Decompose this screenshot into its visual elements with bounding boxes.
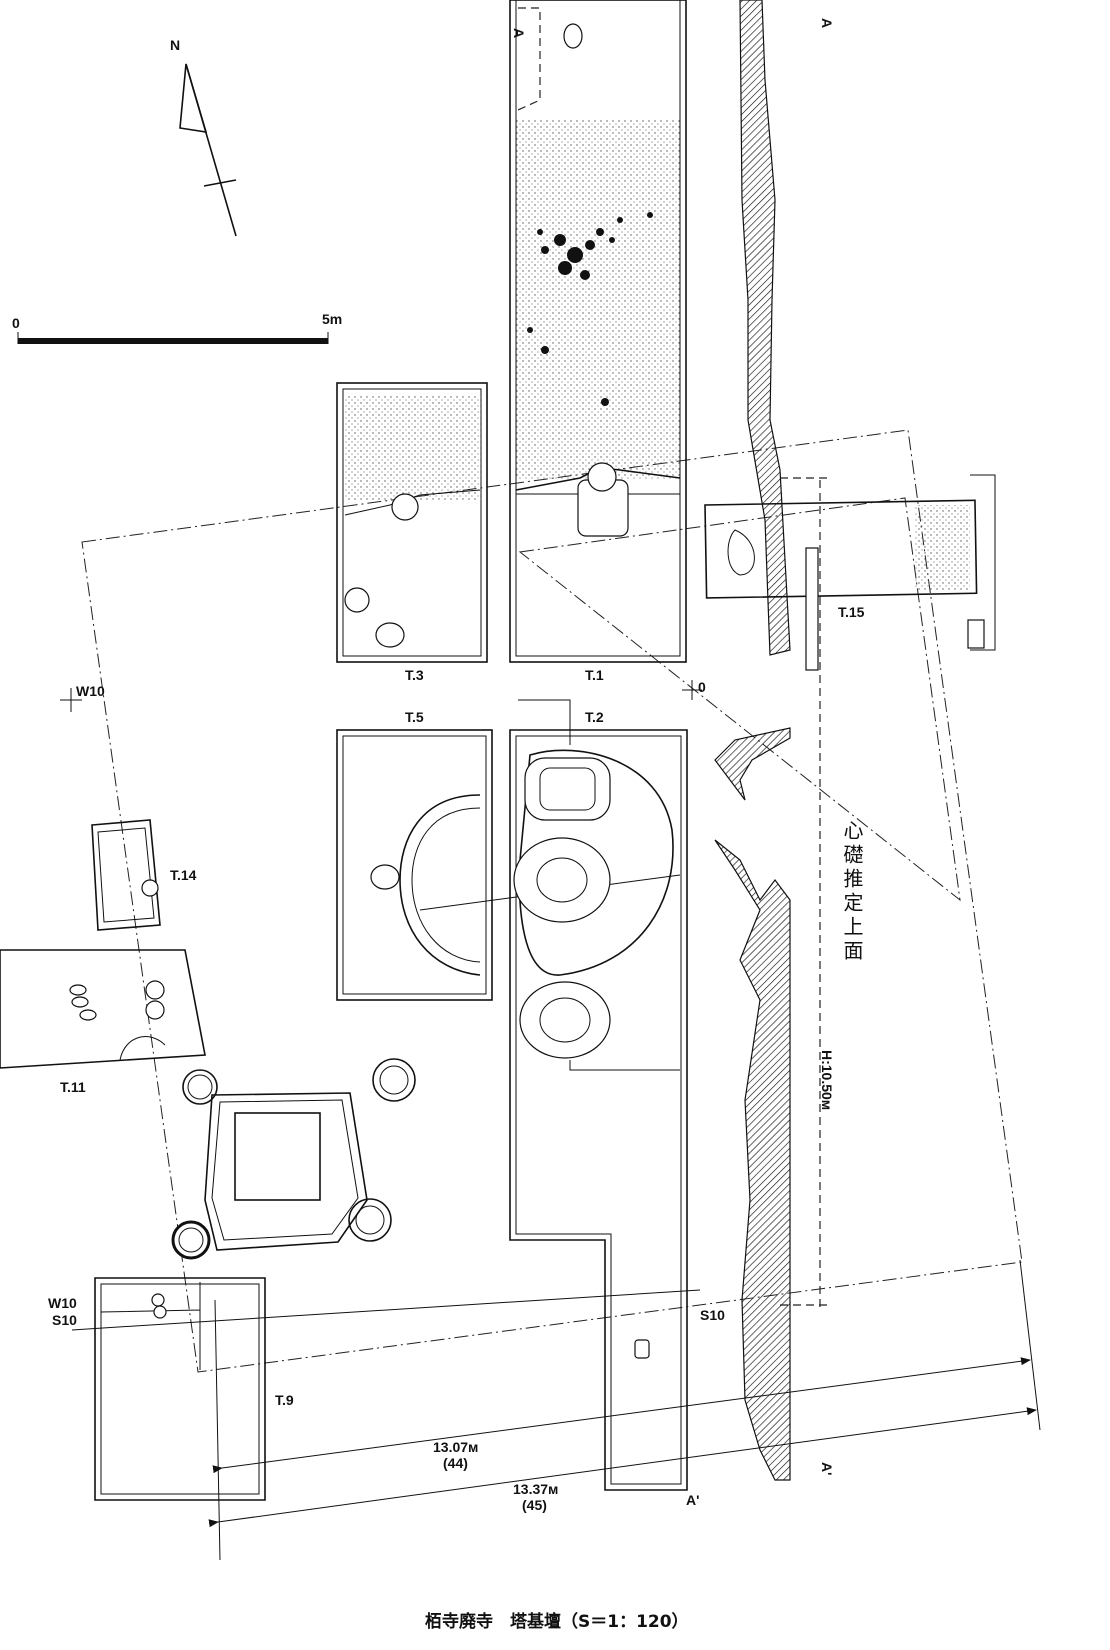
figure-caption: 栢寺廃寺 塔基壇（S＝1：120） (425, 1611, 689, 1632)
trench-t5: T.5 (336, 709, 681, 1001)
grid-mark-s10-right: S10 (700, 1307, 725, 1323)
trench-label-t14: T.14 (170, 867, 197, 883)
trench-label-t9: T.9 (275, 1392, 294, 1408)
trench-t1: T.1 A (509, 0, 687, 683)
trench-label-t2: T.2 (585, 709, 604, 725)
north-label: N (170, 37, 180, 53)
dimension-13-07: 13.07м (44) (212, 1357, 1031, 1474)
tower-foundation (171, 1058, 416, 1260)
trench-label-t5: T.5 (405, 709, 424, 725)
section-mark-a-bottom-right: A' (819, 1462, 835, 1475)
svg-text:0: 0 (698, 679, 706, 695)
section-mark-a-top-left: A (511, 28, 527, 38)
trench-t15: T.15 (704, 474, 996, 671)
scale-end: 5m (322, 311, 342, 327)
section-mark-a-bottom-left: A' (686, 1492, 699, 1508)
dimension-13-37: 13.37м (45) (208, 1407, 1037, 1528)
trench-label-t15: T.15 (838, 604, 865, 620)
svg-text:(44): (44) (443, 1455, 468, 1471)
trench-label-t3: T.3 (405, 667, 424, 683)
scale-start: 0 (12, 315, 20, 331)
section-wall (739, 0, 791, 656)
svg-text:13.07м: 13.07м (433, 1439, 478, 1455)
svg-text:(45): (45) (522, 1497, 547, 1513)
svg-text:13.37м: 13.37м (513, 1481, 558, 1497)
trench-t2: T.2 A' (509, 699, 699, 1508)
grid-mark-origin: 0 (682, 679, 706, 700)
scale-bar: 0 5m (12, 311, 342, 344)
height-label: H:10.50м (819, 1050, 835, 1110)
trench-t14: T.14 (91, 819, 197, 931)
trench-t3: T.3 (336, 382, 488, 683)
svg-text:S10: S10 (700, 1307, 725, 1323)
trench-label-t11: T.11 (60, 1079, 86, 1095)
grid-mark-w10-s10: W10 S10 (48, 1289, 701, 1331)
trench-t9: T.9 (94, 1277, 294, 1501)
trench-label-t1: T.1 (585, 667, 604, 683)
center-stone-label: 心礎推定上面 (840, 820, 864, 964)
north-arrow-icon: N (170, 37, 237, 237)
section-mark-a-top-right: A (819, 18, 835, 28)
trench-t11: T.11 (0, 949, 206, 1095)
svg-text:W10: W10 (76, 683, 105, 699)
svg-text:W10: W10 (48, 1295, 77, 1311)
grid-mark-w10-top: W10 (60, 683, 105, 712)
svg-text:S10: S10 (52, 1312, 77, 1328)
